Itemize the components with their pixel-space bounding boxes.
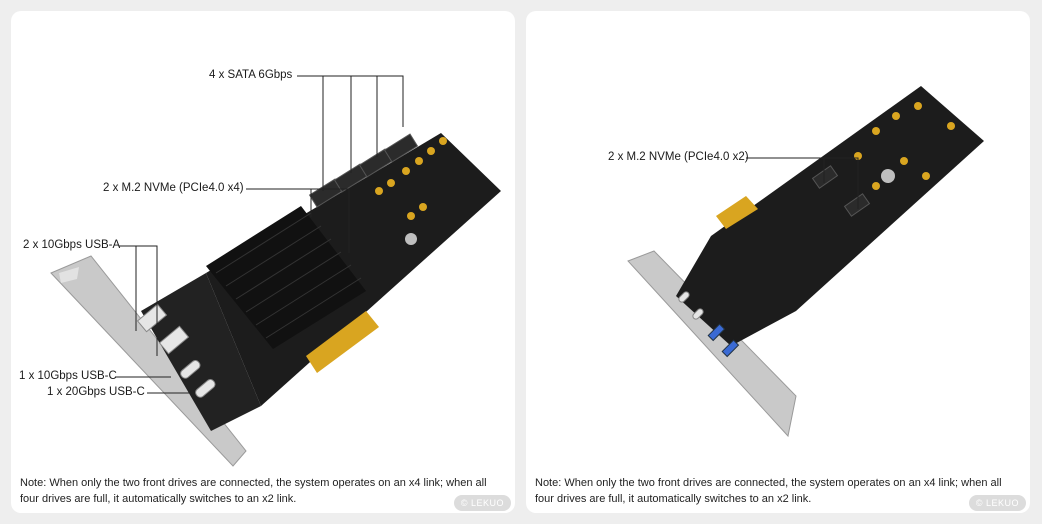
callout-m2-nvme: 2 x M.2 NVMe (PCIe4.0 x4): [103, 182, 244, 194]
callout-m2-nvme: 2 x M.2 NVMe (PCIe4.0 x2): [608, 151, 749, 163]
footnote: Note: When only the two front drives are…: [535, 477, 1002, 505]
callout-usb-c-20gbps: 1 x 20Gbps USB-C: [47, 386, 145, 398]
expansion-card-front-illustration: [50, 75, 501, 467]
callout-lines: [115, 75, 404, 394]
bracket-tab: [59, 267, 79, 283]
pcie-gold-connector: [306, 311, 379, 373]
sata-ports: [308, 133, 419, 208]
product-image-back: 2 x M.2 NVMe (PCIe4.0 x2) Note: When onl…: [526, 11, 1030, 513]
capacitor: [881, 169, 895, 183]
product-image-front: 4 x SATA 6Gbps 2 x M.2 NVMe (PCIe4.0 x4)…: [11, 11, 515, 513]
metal-bracket: [627, 250, 797, 438]
watermark: © LEKUO: [453, 495, 511, 511]
watermark: © LEKUO: [968, 495, 1026, 511]
pcie-gold-connector: [716, 196, 758, 229]
usb-ports: [678, 291, 740, 358]
callout-lines: [746, 157, 859, 209]
pcb-board: [676, 86, 984, 346]
callout-usb-c-10gbps: 1 x 10Gbps USB-C: [19, 370, 117, 382]
expansion-card-back-illustration: [627, 86, 984, 438]
footnote: Note: When only the two front drives are…: [20, 477, 487, 505]
capacitor: [405, 233, 417, 245]
m2-standoffs: [854, 102, 955, 190]
metal-bracket: [50, 255, 247, 467]
heatsink: [206, 206, 366, 349]
usb-ports: [136, 303, 216, 398]
m2-standoffs: [375, 137, 447, 220]
callout-usb-a: 2 x 10Gbps USB-A: [23, 239, 121, 251]
callout-sata-ports: 4 x SATA 6Gbps: [209, 69, 293, 81]
m2-slots: [811, 165, 871, 217]
pcb-board-front: [141, 273, 261, 431]
